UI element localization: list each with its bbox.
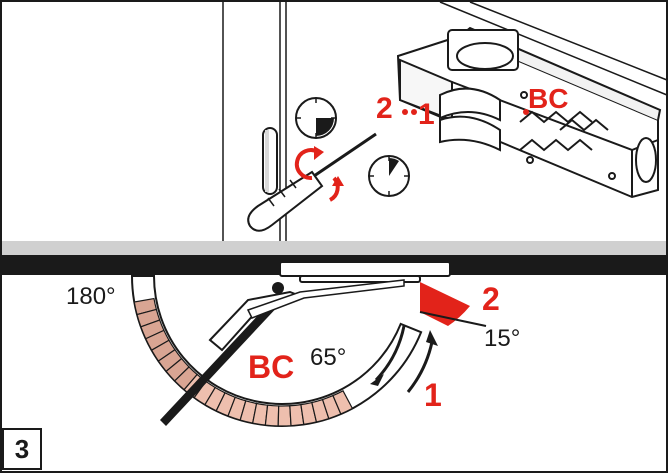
arrow-down-icon: [370, 374, 384, 386]
rotate-arrows-icon: [294, 148, 340, 202]
angle-180-label: 180°: [66, 283, 116, 310]
angle-15-label: 15°: [484, 325, 520, 352]
zone-15-wedge: [420, 282, 470, 326]
direction-arrows: [374, 325, 434, 393]
bc-zone-segment: [332, 389, 354, 415]
bc-zone-segment: [264, 404, 280, 427]
rotate-arrowhead-icon: [314, 146, 324, 160]
valve-label-1: 1: [418, 98, 435, 131]
door-closer-body: [396, 26, 662, 199]
arrow-up-icon: [426, 330, 438, 346]
valve-markers: [402, 109, 529, 115]
clock-dial-icon: [295, 97, 337, 139]
zone-1-label: 1: [424, 377, 442, 413]
zone-2-label: 2: [482, 281, 500, 317]
angle-15-leader: [419, 311, 487, 327]
screwdriver-icon: [247, 132, 377, 232]
hinge: [262, 127, 278, 195]
valve-label-bc: BC: [528, 83, 568, 114]
rotate-arrowhead-icon: [332, 176, 344, 186]
angle-65-label: 65°: [310, 344, 346, 371]
bc-zone-segment: [277, 405, 292, 427]
door-arm: [160, 279, 405, 426]
valve-label-2: 2: [376, 92, 393, 125]
zone-bc-label: BC: [248, 349, 294, 385]
step-number-badge: 3: [2, 428, 42, 470]
closer-plate: [279, 261, 451, 283]
floor-band: [2, 241, 666, 255]
clock-dial-icon: [368, 155, 410, 197]
